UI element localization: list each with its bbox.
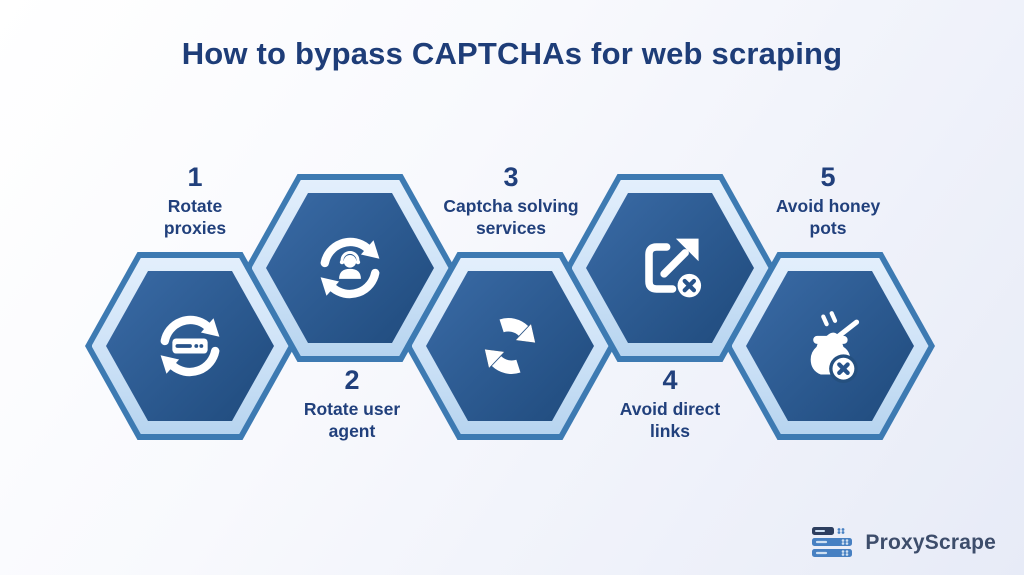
step-number: 5 [820,162,836,192]
step-text-line: services [475,217,547,238]
step-3-label: 3 Captcha solving services [396,162,626,239]
step-1-hexagon [85,252,295,440]
page-title: How to bypass CAPTCHAs for web scraping [181,36,843,71]
honeypot-blocked-icon [810,311,860,383]
step-text-line: pots [809,217,847,238]
step-1-label: 1 Rotate proxies [80,162,310,239]
step-3-hexagon [405,252,615,440]
proxyscrape-logo: ProxyScrape [812,527,996,559]
logo-wordmark: ProxyScrape [865,531,996,554]
step-4-label: 4 Avoid direct links [555,365,785,442]
external-link-blocked-icon [645,238,702,298]
step-text-line: Captcha solving [443,195,579,216]
server-stack-icon [812,527,853,557]
rotate-proxies-icon [160,315,220,377]
step-text-line: Rotate user [303,398,401,419]
step-number: 1 [187,162,203,192]
step-text-line: Avoid honey [775,195,881,216]
step-number: 4 [662,365,678,395]
step-text-line: links [650,420,690,441]
rotate-user-agent-icon [320,237,380,299]
step-5-label: 5 Avoid honey pots [713,162,943,239]
step-text-line: agent [328,420,376,441]
step-number: 3 [503,162,519,192]
step-5-hexagon [725,252,935,440]
step-text-line: Avoid direct [619,398,721,419]
captcha-refresh-icon [484,318,536,374]
step-number: 2 [344,365,360,395]
step-text-line: proxies [163,217,227,238]
step-2-label: 2 Rotate user agent [237,365,467,442]
step-text-line: Rotate [167,195,223,216]
